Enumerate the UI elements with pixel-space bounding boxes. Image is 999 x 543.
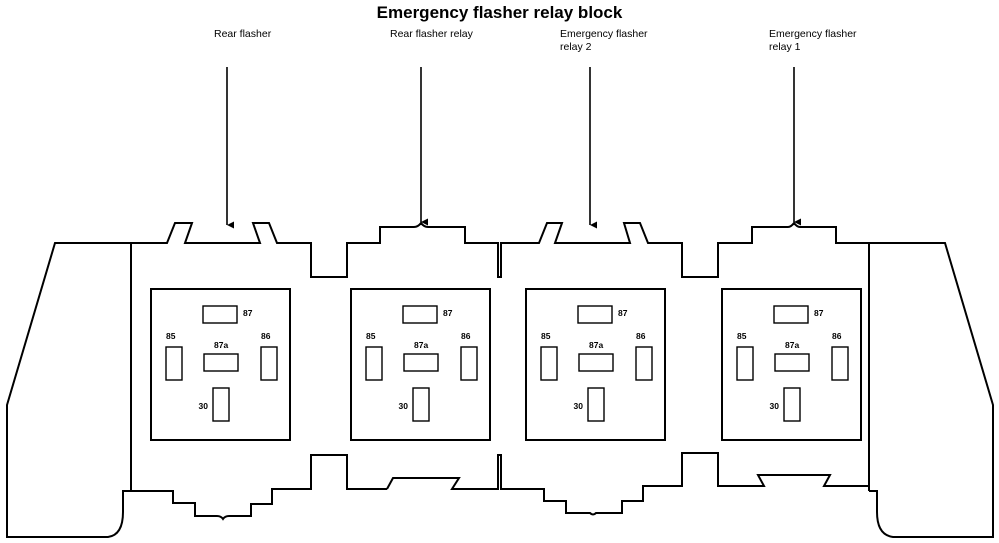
terminal-86 [460,346,478,381]
terminal-30 [783,387,801,422]
terminal-label-87a: 87a [414,340,428,350]
block-top-outline [131,221,869,278]
callout-line: Emergency flasher [769,28,857,40]
callout-line: relay 1 [769,41,801,53]
callout-line: Rear flasher relay [390,28,473,40]
terminal-87 [577,305,613,324]
terminal-label-87: 87 [814,308,824,318]
terminal-label-30: 30 [199,401,209,411]
terminal-85 [736,346,754,381]
terminal-87a [203,353,239,372]
callout-rear-flasher-relay: Rear flasher relay [390,28,473,41]
callout-emergency-flasher-relay-1: Emergency flasher relay 1 [769,28,857,54]
terminal-label-87: 87 [443,308,453,318]
terminal-86 [635,346,653,381]
callout-line: Emergency flasher [560,28,648,40]
terminal-label-30: 30 [574,401,584,411]
terminal-87 [773,305,809,324]
relay-socket-emergency-flasher-relay-1[interactable] [721,288,862,441]
terminal-30 [212,387,230,422]
terminal-label-30: 30 [399,401,409,411]
terminal-87 [202,305,238,324]
terminal-87a [774,353,810,372]
terminal-label-87: 87 [618,308,628,318]
terminal-85 [165,346,183,381]
terminal-label-86: 86 [636,331,646,341]
terminal-label-87: 87 [243,308,253,318]
terminal-87 [402,305,438,324]
callout-rear-flasher: Rear flasher [214,28,271,41]
terminal-label-85: 85 [737,331,747,341]
terminal-label-86: 86 [261,331,271,341]
terminal-label-87a: 87a [589,340,603,350]
right-end-cap [869,242,994,538]
terminal-85 [540,346,558,381]
terminal-label-85: 85 [166,331,176,341]
terminal-label-85: 85 [541,331,551,341]
terminal-86 [260,346,278,381]
block-bottom-outline [131,452,869,521]
callout-emergency-flasher-relay-2: Emergency flasher relay 2 [560,28,648,54]
terminal-label-86: 86 [832,331,842,341]
terminal-87a [403,353,439,372]
terminal-30 [587,387,605,422]
terminal-87a [578,353,614,372]
callout-line: relay 2 [560,41,592,53]
relay-socket-emergency-flasher-relay-2[interactable] [525,288,666,441]
diagram-title: Emergency flasher relay block [376,3,623,22]
callout-line: Rear flasher [214,28,272,40]
terminal-label-87a: 87a [214,340,228,350]
left-end-cap [6,242,131,538]
terminal-86 [831,346,849,381]
relay-socket-rear-flasher-relay[interactable] [350,288,491,441]
terminal-label-86: 86 [461,331,471,341]
terminal-label-30: 30 [770,401,780,411]
terminal-label-85: 85 [366,331,376,341]
terminal-30 [412,387,430,422]
relay-socket-rear-flasher[interactable] [150,288,291,441]
terminal-85 [365,346,383,381]
terminal-label-87a: 87a [785,340,799,350]
